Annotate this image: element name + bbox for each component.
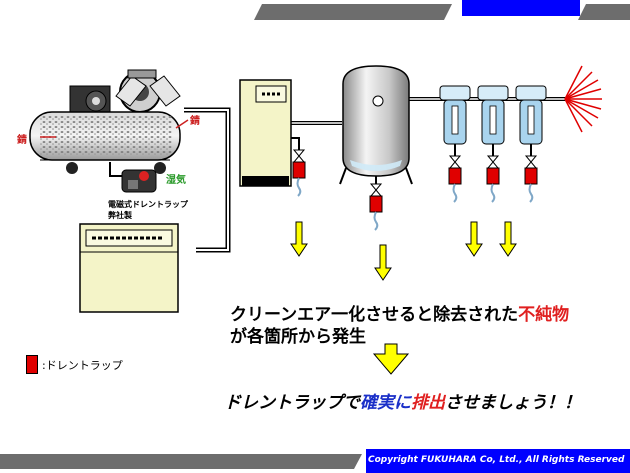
bottom-banner [0,449,630,473]
moisture-label: 湿気 [166,175,186,186]
message-line-1: クリーンエア一化させると除去された不純物 [230,300,569,325]
filter-3 [515,85,547,158]
drain-trap-tank [369,183,383,231]
line-filters [439,85,547,158]
drain-trap-filter-3 [524,155,538,203]
drain-trap-filter-2 [486,155,500,203]
air-compressor [29,69,181,174]
copyright-text: Copyright FUKUHARA Co, Ltd., All Rights … [368,455,625,465]
top-banner [254,0,630,20]
arrow-down-filter-3 [499,221,517,257]
legend-drain-trap-text: :ドレントラップ [42,359,123,372]
rust-label-left: 錆 [17,135,27,146]
filter-2 [477,85,509,158]
message-discharge: 排出 [411,393,445,413]
drain-trap-dryer [292,149,306,197]
legend-drain-trap-swatch [26,355,38,374]
air-receiver-tank [339,65,413,186]
arrow-down-dryer [290,221,308,257]
clean-air-output [564,65,602,133]
rust-indicators [40,119,189,138]
arrow-down-filter-1 [465,221,483,257]
drain-trap-caption-line2: 弊社製 [108,211,132,220]
message-line-2: が各箇所から発生 [230,327,366,347]
arrow-down-tank [374,244,392,281]
message-line-3-text: ドレントラップで [224,393,360,413]
drain-trap-filter-1 [448,155,462,203]
air-dryer [239,79,300,187]
message-line-3-end: させましょう！！ [445,393,581,413]
pipe-compressor-to-dryer [184,107,231,253]
drain-traps [292,149,538,231]
message-line-1-text: クリーンエア一化させると除去された [230,305,519,325]
message-impurities: 不純物 [518,305,570,325]
filter-1 [439,85,471,158]
solenoid-drain-trap [109,162,157,193]
rust-label-right: 錆 [190,116,200,127]
arrow-down-large [372,343,410,375]
discharge-arrows [290,221,517,375]
control-box [79,223,179,313]
message-line-3: ドレントラップで確実に排出させましょう！！ [224,388,581,413]
drain-trap-caption-line1: 電磁式ドレントラップ [108,200,188,209]
message-reliably: 確実に [360,393,411,413]
